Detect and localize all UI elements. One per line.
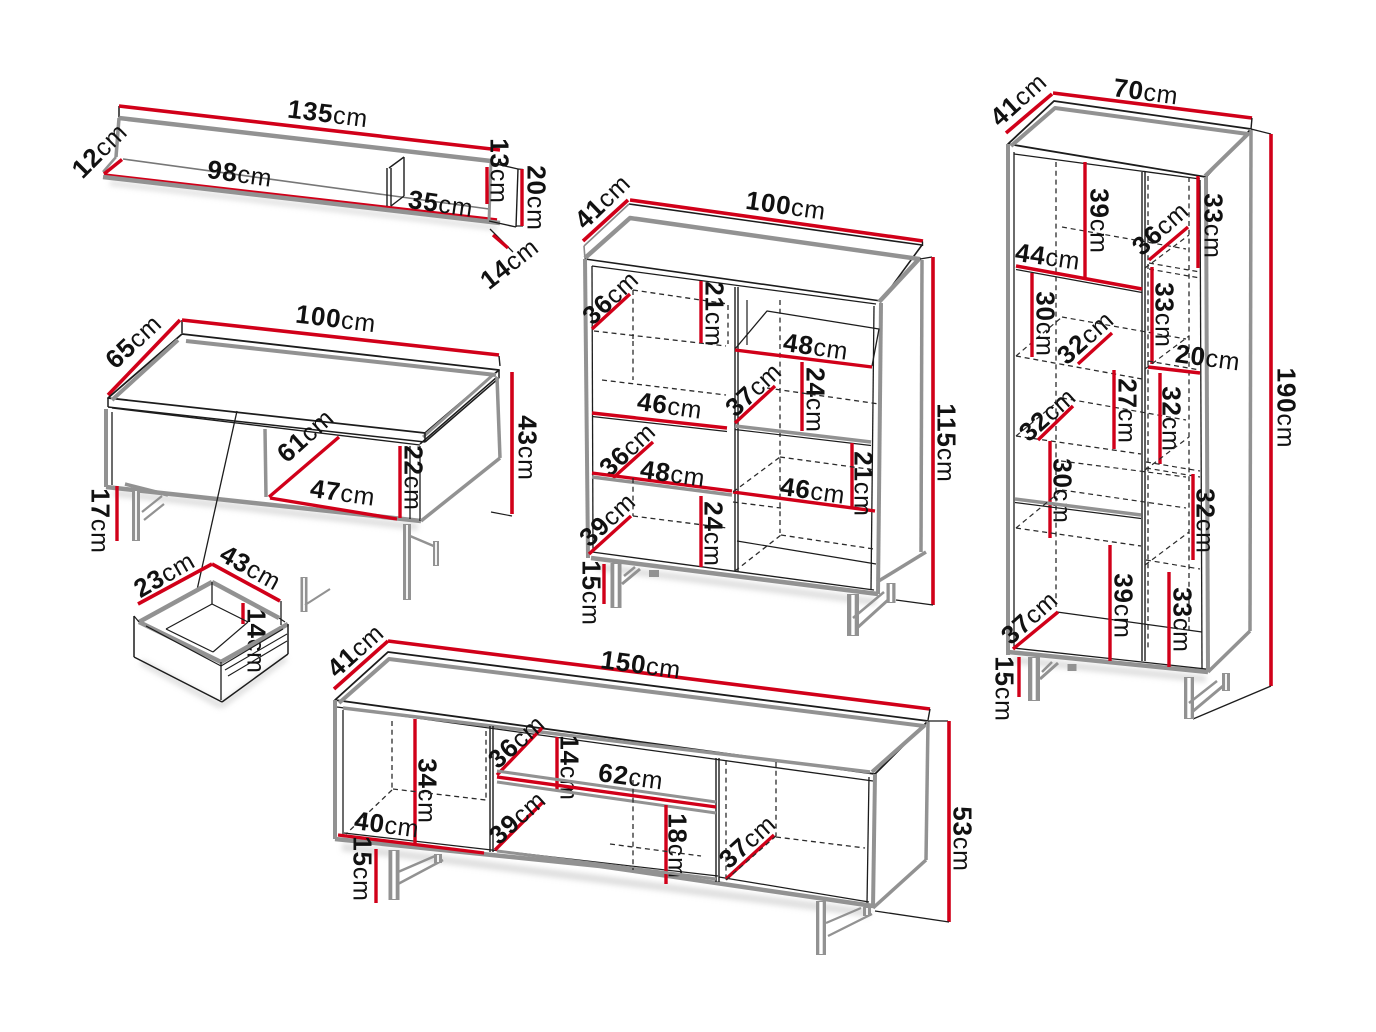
svg-text:33cm: 33cm (1199, 193, 1229, 258)
svg-text:30cm: 30cm (1048, 458, 1078, 523)
svg-text:33cm: 33cm (1150, 282, 1180, 347)
svg-text:21cm: 21cm (700, 281, 730, 346)
svg-text:43cm: 43cm (513, 415, 543, 480)
svg-text:115cm: 115cm (932, 403, 962, 482)
svg-text:190cm: 190cm (1272, 368, 1302, 449)
svg-text:32cm: 32cm (1191, 488, 1221, 553)
svg-text:47cm: 47cm (308, 473, 377, 512)
svg-text:46cm: 46cm (778, 471, 847, 510)
svg-text:40cm: 40cm (353, 805, 422, 843)
svg-text:18cm: 18cm (663, 813, 693, 878)
svg-text:100cm: 100cm (744, 185, 828, 226)
svg-text:15cm: 15cm (577, 560, 607, 625)
svg-text:33cm: 33cm (1168, 587, 1198, 652)
svg-text:44cm: 44cm (1013, 237, 1082, 276)
svg-text:53cm: 53cm (948, 806, 978, 871)
svg-text:30cm: 30cm (1031, 291, 1061, 356)
svg-text:32cm: 32cm (1157, 386, 1187, 451)
svg-text:20cm: 20cm (522, 165, 552, 230)
svg-text:17cm: 17cm (86, 488, 116, 553)
svg-text:135cm: 135cm (286, 94, 370, 134)
svg-text:98cm: 98cm (205, 154, 274, 193)
svg-text:34cm: 34cm (413, 758, 443, 823)
svg-text:21cm: 21cm (849, 451, 879, 516)
svg-text:27cm: 27cm (1113, 378, 1143, 443)
svg-text:100cm: 100cm (294, 299, 378, 339)
svg-text:24cm: 24cm (699, 501, 729, 566)
svg-text:13cm: 13cm (485, 138, 515, 203)
svg-text:35cm: 35cm (406, 184, 475, 223)
svg-text:46cm: 46cm (635, 386, 704, 425)
svg-text:48cm: 48cm (781, 327, 850, 366)
svg-text:20cm: 20cm (1174, 338, 1243, 376)
svg-text:15cm: 15cm (348, 836, 378, 901)
svg-text:15cm: 15cm (990, 656, 1020, 721)
svg-text:22cm: 22cm (399, 445, 429, 510)
svg-text:150cm: 150cm (599, 644, 683, 684)
svg-text:39cm: 39cm (1109, 573, 1139, 638)
svg-text:70cm: 70cm (1112, 72, 1181, 110)
svg-text:39cm: 39cm (1085, 188, 1115, 253)
svg-text:24cm: 24cm (801, 367, 831, 432)
